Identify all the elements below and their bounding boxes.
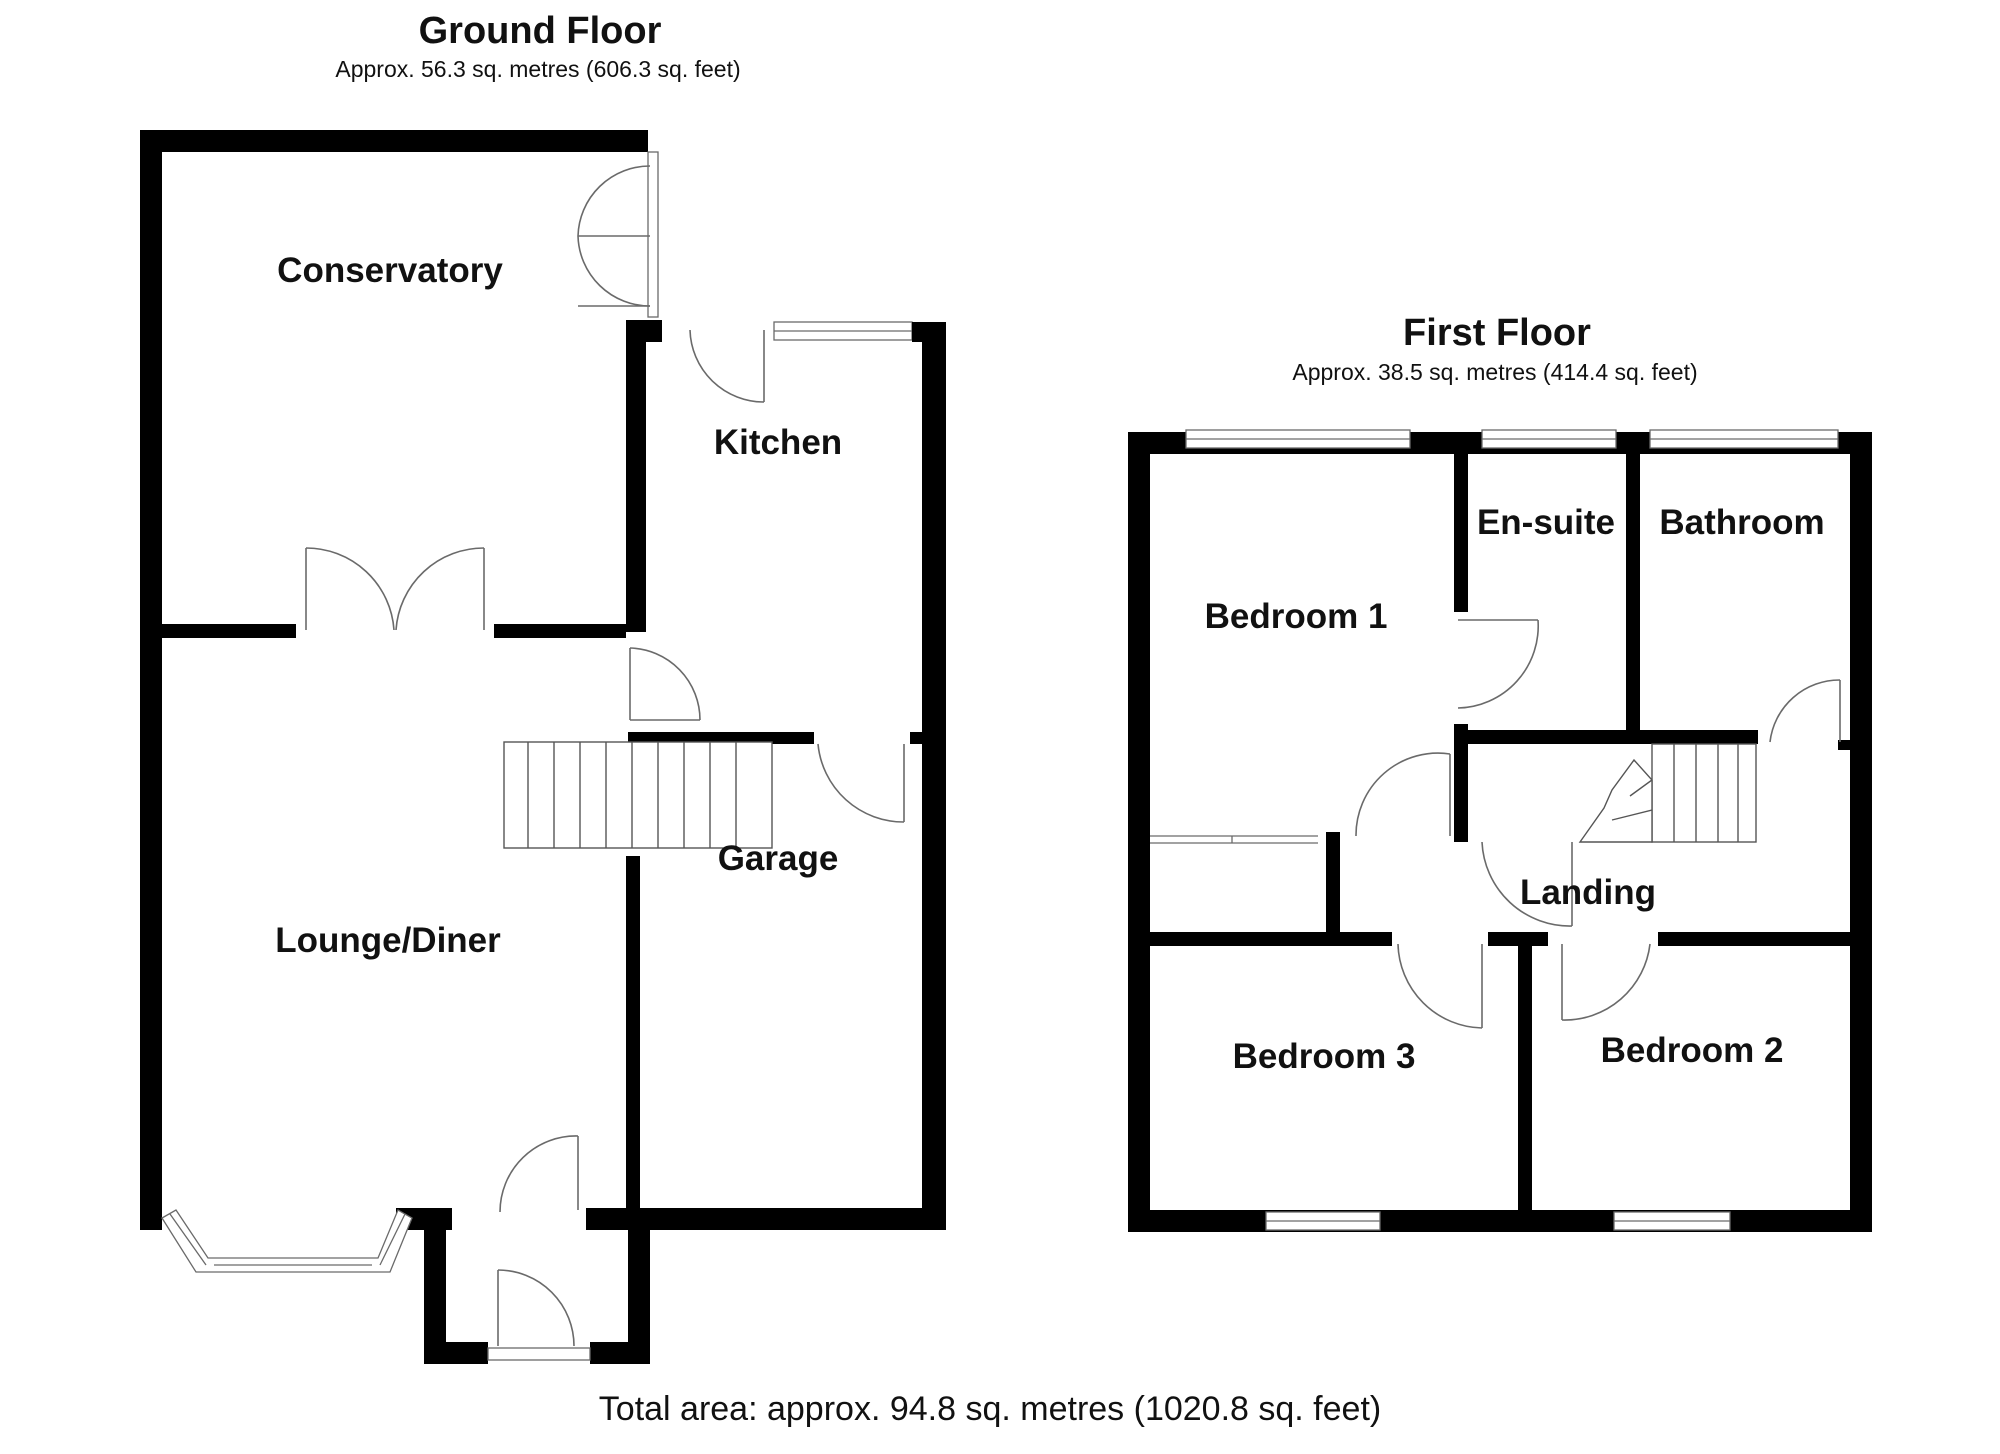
ground-floor-area: Approx. 56.3 sq. metres (606.3 sq. feet)	[335, 56, 740, 82]
stair-landing	[1578, 758, 1653, 843]
bedroom-3-door-swing	[1397, 943, 1483, 1029]
wall	[626, 856, 640, 1230]
room-label-lounge-diner: Lounge/Diner	[275, 921, 501, 960]
wall	[590, 1342, 650, 1364]
room-label-bedroom-1: Bedroom 1	[1205, 597, 1388, 636]
first-floor-area: Approx. 38.5 sq. metres (414.4 sq. feet)	[1292, 359, 1697, 385]
garage-door-swing	[817, 743, 905, 823]
wall	[922, 322, 946, 1230]
wall	[140, 1208, 162, 1230]
stair-treads	[527, 742, 737, 848]
room-label-garage: Garage	[718, 839, 839, 878]
bay-window	[161, 1209, 413, 1273]
total-area: Total area: approx. 94.8 sq. metres (102…	[599, 1390, 1381, 1428]
ground-floor-plan: Conservatory Kitchen Garage Lounge/Diner	[140, 130, 946, 1364]
wall	[1658, 932, 1850, 946]
wall	[162, 624, 296, 638]
lounge-door-swing	[395, 547, 485, 631]
porch-door-swing	[497, 1269, 575, 1347]
en-suite-door-swing	[1457, 619, 1540, 709]
bedroom-1-door-swing	[1355, 752, 1451, 837]
wall	[494, 624, 626, 638]
wall	[1518, 932, 1532, 1210]
wall	[1468, 730, 1758, 744]
room-label-conservatory: Conservatory	[277, 251, 503, 290]
conservatory-door-swing	[577, 165, 651, 237]
first-floor-plan: En-suite Bathroom Bedroom 1 Landing Bedr…	[1128, 429, 1872, 1232]
wall	[628, 732, 814, 744]
wall	[424, 1342, 488, 1364]
kitchen-door-swing	[689, 329, 765, 403]
conservatory-door-frame	[647, 151, 659, 318]
hall-door-swing	[629, 647, 701, 721]
stair-treads	[1611, 744, 1739, 842]
wall	[140, 130, 162, 1230]
front-door-swing	[499, 1135, 579, 1213]
room-label-bedroom-2: Bedroom 2	[1601, 1031, 1784, 1070]
room-label-en-suite: En-suite	[1477, 503, 1615, 542]
wall	[1150, 932, 1392, 946]
wall	[628, 1208, 650, 1364]
wall	[1326, 832, 1340, 934]
wall	[910, 732, 922, 744]
landing-door-swing	[1481, 841, 1573, 927]
wall	[1838, 740, 1850, 750]
porch-door-frame	[487, 1347, 591, 1361]
wall	[626, 320, 662, 342]
wall	[1850, 432, 1872, 1232]
bathroom-door-swing	[1769, 679, 1841, 743]
room-label-kitchen: Kitchen	[714, 423, 842, 462]
wall	[140, 130, 648, 152]
wall	[1454, 724, 1468, 842]
ground-floor-title: Ground Floor	[419, 10, 662, 52]
wall	[424, 1208, 446, 1364]
staircase	[503, 741, 773, 849]
conservatory-door-swing	[577, 235, 651, 307]
staircase	[1651, 743, 1757, 843]
wall	[1454, 454, 1468, 612]
wall	[1128, 432, 1150, 1232]
wall	[1128, 1210, 1872, 1232]
wall	[626, 1208, 946, 1230]
lounge-door-swing	[305, 547, 395, 631]
wall	[626, 320, 646, 632]
room-label-bathroom: Bathroom	[1659, 503, 1824, 542]
room-label-bedroom-3: Bedroom 3	[1233, 1037, 1416, 1076]
wall	[1626, 454, 1640, 740]
room-label-landing: Landing	[1520, 873, 1656, 912]
first-floor-title: First Floor	[1403, 312, 1591, 354]
bedroom-2-door-swing	[1561, 943, 1651, 1021]
